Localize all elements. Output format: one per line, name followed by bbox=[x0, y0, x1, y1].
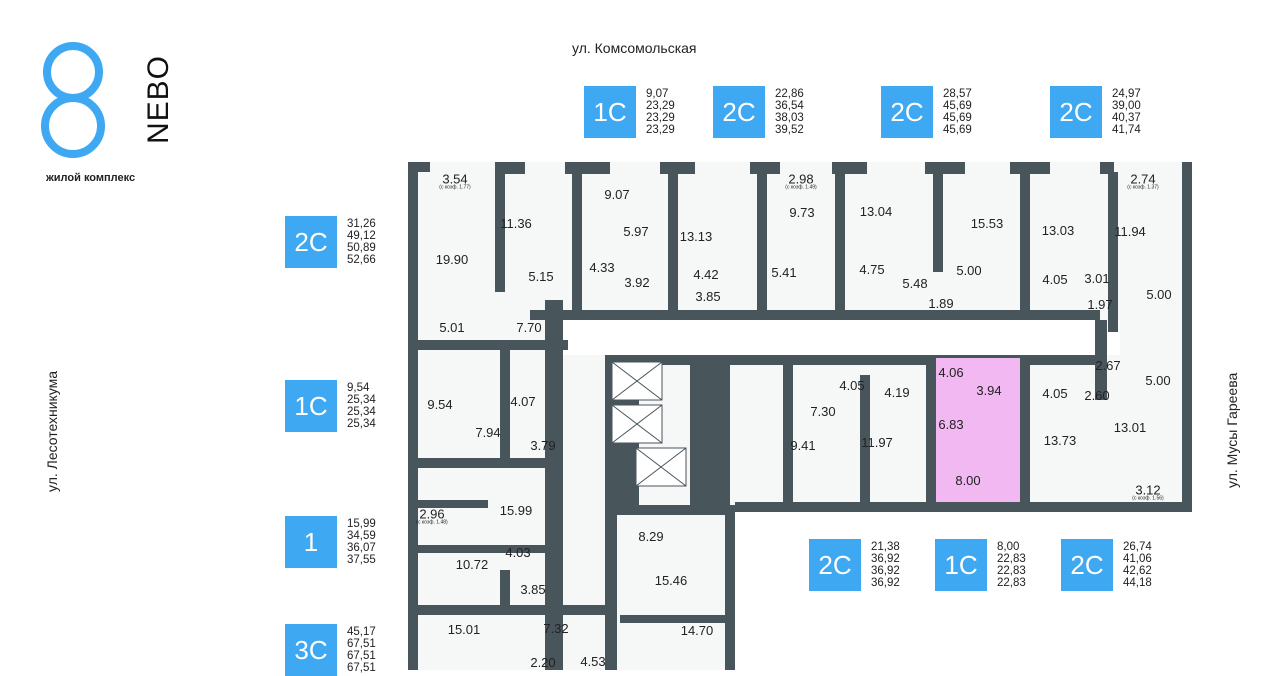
room-area: 4.03 bbox=[505, 545, 531, 560]
unit-type-badge: 1С bbox=[285, 380, 337, 432]
room-area: 7.32 bbox=[543, 621, 569, 636]
room-area: 7.70 bbox=[516, 320, 542, 335]
room-area: 3.85 bbox=[695, 289, 721, 304]
street-top: ул. Комсомольская bbox=[572, 40, 697, 56]
room-area: 4.05 bbox=[1042, 386, 1068, 401]
room-area: 13.04 bbox=[859, 204, 893, 219]
room-area: 7.30 bbox=[810, 404, 836, 419]
unit-type-badge: 2С bbox=[1061, 539, 1113, 591]
room-area: 13.13 bbox=[679, 229, 713, 244]
room-area: 3.79 bbox=[530, 438, 556, 453]
logo-subtitle: жилой комплекс bbox=[46, 172, 136, 184]
unit-type-badge: 2С bbox=[1050, 86, 1102, 138]
room-area: 10.72 bbox=[455, 557, 489, 572]
room-area: 19.90 bbox=[435, 252, 469, 267]
room-area: 3.01 bbox=[1084, 271, 1110, 286]
unit-type-badge: 2С bbox=[285, 216, 337, 268]
room-area: 2.67 bbox=[1095, 358, 1121, 373]
room-area: 4.75 bbox=[859, 262, 885, 277]
room-area: 3.94 bbox=[976, 383, 1002, 398]
room-area: 1.89 bbox=[928, 296, 954, 311]
room-area: 3.54(с коэф. 1.77) bbox=[439, 171, 471, 191]
unit-type-badge: 1С bbox=[584, 86, 636, 138]
room-area: 13.73 bbox=[1043, 433, 1077, 448]
room-area: 2.60 bbox=[1084, 388, 1110, 403]
room-area: 7.94 bbox=[475, 425, 501, 440]
room-area: 4.05 bbox=[839, 378, 865, 393]
room-area: 5.00 bbox=[1146, 287, 1172, 302]
room-area: 5.15 bbox=[528, 269, 554, 284]
room-area: 13.01 bbox=[1113, 420, 1147, 435]
logo-figure-eight bbox=[41, 42, 105, 158]
room-area: 15.01 bbox=[447, 622, 481, 637]
room-area: 5.97 bbox=[623, 224, 649, 239]
room-area: 4.05 bbox=[1042, 272, 1068, 287]
room-area: 11.97 bbox=[861, 435, 893, 450]
room-area: 2.98(с коэф. 1.49) bbox=[785, 171, 817, 191]
highlighted-unit bbox=[936, 358, 1020, 502]
room-area: 5.48 bbox=[902, 276, 928, 291]
room-area: 3.12(с коэф. 1.56) bbox=[1132, 482, 1164, 502]
room-area: 8.29 bbox=[638, 529, 664, 544]
room-area: 14.70 bbox=[680, 623, 714, 638]
room-area: 4.53 bbox=[580, 654, 606, 669]
unit-type-badge: 2С bbox=[881, 86, 933, 138]
room-area: 2.20 bbox=[530, 655, 556, 670]
room-area: 5.00 bbox=[956, 263, 982, 278]
room-area: 2.96(с коэф. 1.48) bbox=[416, 506, 448, 526]
room-area: 4.19 bbox=[884, 385, 910, 400]
room-area: 4.42 bbox=[693, 267, 719, 282]
room-area: 4.06 bbox=[938, 365, 964, 380]
room-area: 5.41 bbox=[771, 265, 797, 280]
room-area: 15.99 bbox=[499, 503, 533, 518]
room-area: 2.74(с коэф. 1.37) bbox=[1127, 171, 1159, 191]
room-area: 5.00 bbox=[1145, 373, 1171, 388]
room-area: 15.53 bbox=[970, 216, 1004, 231]
room-area: 15.46 bbox=[654, 573, 688, 588]
room-area: 4.07 bbox=[510, 394, 536, 409]
room-area: 3.85 bbox=[520, 582, 546, 597]
unit-type-badge: 1 bbox=[285, 516, 337, 568]
walls bbox=[408, 162, 1192, 670]
unit-type-badge: 3С bbox=[285, 624, 337, 676]
unit-type-badge: 2С bbox=[809, 539, 861, 591]
room-area: 9.41 bbox=[790, 438, 816, 453]
room-area: 8.00 bbox=[955, 473, 981, 488]
unit-type-badge: 1С bbox=[935, 539, 987, 591]
room-area: 4.33 bbox=[589, 260, 615, 275]
room-area: 9.54 bbox=[427, 397, 453, 412]
room-area: 11.94 bbox=[1114, 224, 1146, 239]
room-area: 11.36 bbox=[500, 216, 532, 231]
room-area: 1.97 bbox=[1087, 297, 1113, 312]
room-area: 3.92 bbox=[624, 275, 650, 290]
room-area: 9.73 bbox=[789, 205, 815, 220]
room-area: 9.07 bbox=[604, 187, 630, 202]
room-area: 5.01 bbox=[439, 320, 465, 335]
unit-type-badge: 2С bbox=[713, 86, 765, 138]
room-area: 6.83 bbox=[938, 417, 964, 432]
room-area: 13.03 bbox=[1041, 223, 1075, 238]
